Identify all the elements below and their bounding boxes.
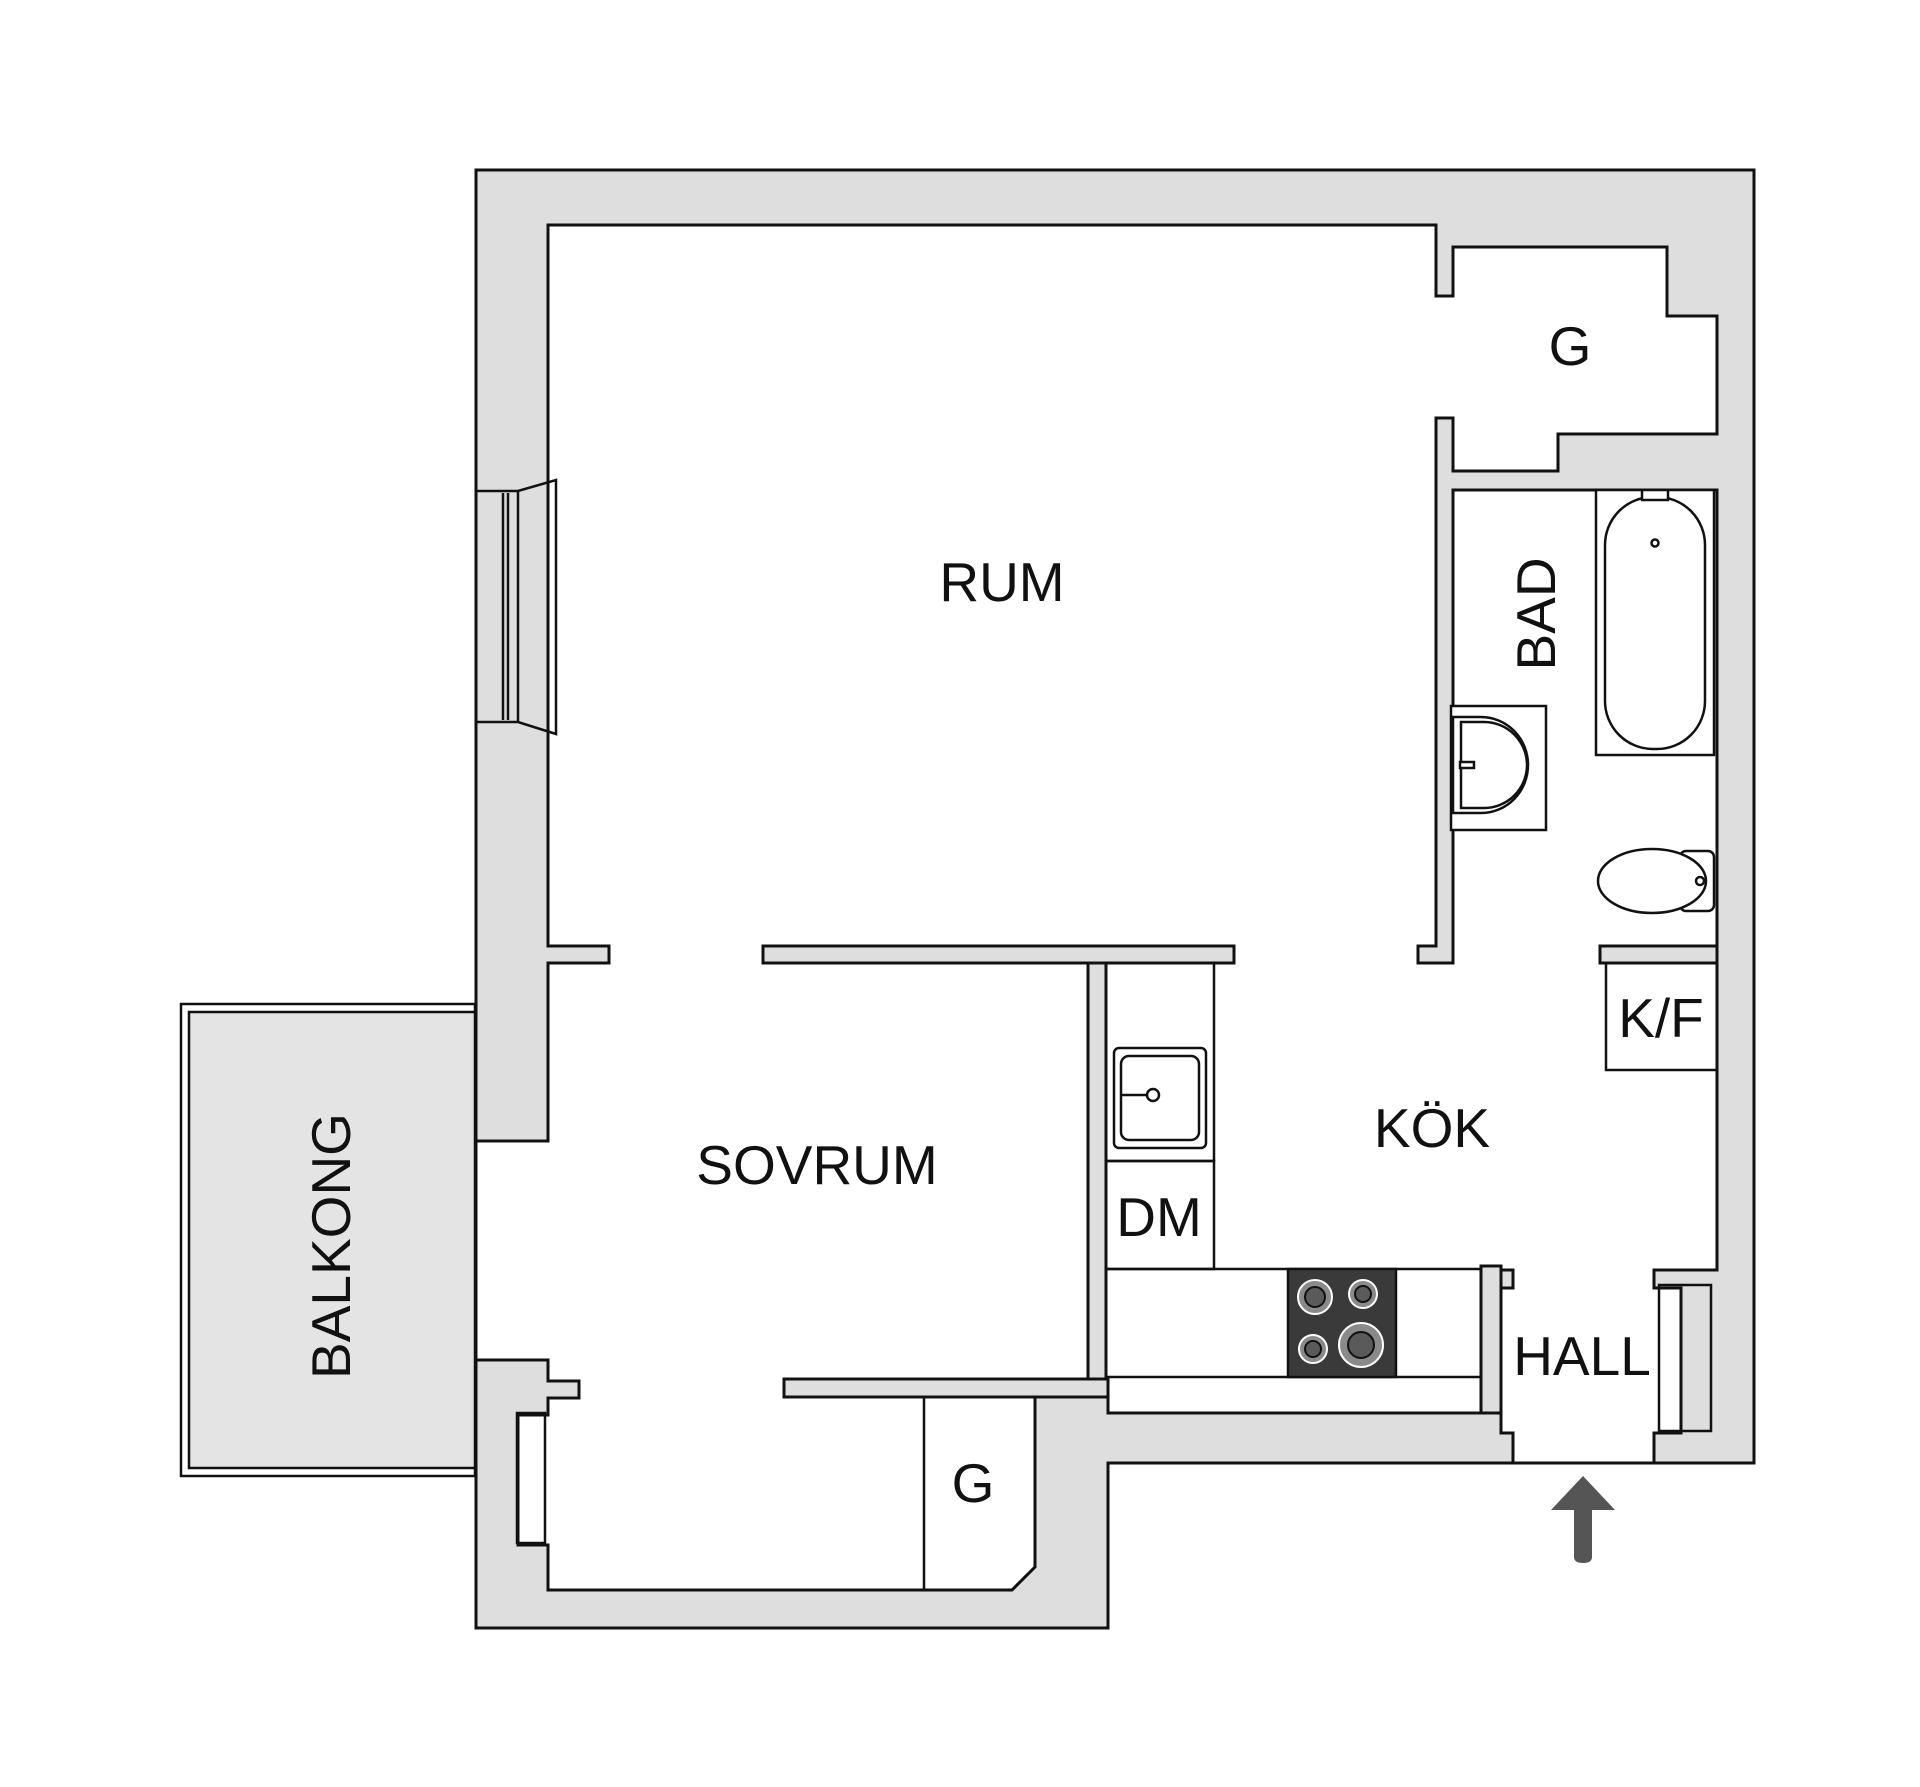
label-diskmaskin: DM — [1116, 1186, 1202, 1248]
wall-bad-kok — [1598, 944, 1719, 965]
balcony — [179, 1002, 477, 1478]
interior-floor — [474, 223, 1719, 1592]
wall-sovrum-kok — [1086, 961, 1108, 1381]
kitchen-sink-icon — [1112, 1046, 1208, 1150]
label-bad: BAD — [1505, 557, 1567, 670]
entrance-arrow-icon — [1551, 1476, 1615, 1563]
hall-closet — [1657, 1283, 1713, 1433]
stove-icon — [1286, 1267, 1398, 1379]
label-kok: KÖK — [1374, 1097, 1490, 1159]
label-hall: HALL — [1513, 1325, 1651, 1387]
label-balkong: BALKONG — [300, 1113, 362, 1379]
bathtub-icon — [1594, 488, 1716, 757]
fridge-freezer — [1604, 961, 1719, 1072]
toilet-icon — [1596, 847, 1716, 915]
garderob-bottom — [922, 1395, 1037, 1592]
window-icon — [474, 478, 558, 736]
wall-hall-left — [1479, 1264, 1503, 1415]
label-rum: RUM — [939, 551, 1064, 613]
wall-rum-sovrum-right — [761, 944, 1236, 965]
label-garderob-top: G — [1549, 315, 1592, 377]
label-kyl-frys: K/F — [1618, 987, 1704, 1049]
wall-sovrum-bottom — [782, 1377, 1110, 1399]
label-sovrum: SOVRUM — [696, 1134, 937, 1196]
label-garderob-bottom: G — [952, 1452, 995, 1514]
radiator — [515, 1411, 547, 1545]
balcony-floor — [187, 1010, 477, 1470]
washbasin-icon — [1449, 704, 1548, 832]
